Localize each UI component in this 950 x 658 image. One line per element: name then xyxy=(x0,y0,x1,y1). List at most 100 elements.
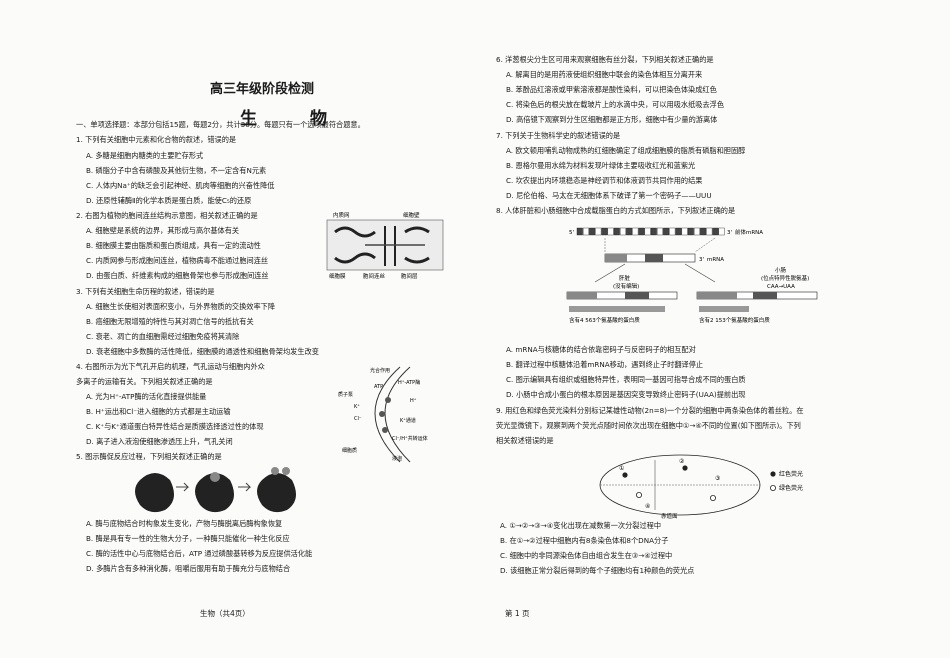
option-8d: D. 小肠中合成小蛋白的根本原因是基因突变导致终止密码子(UAA)提前出现 xyxy=(506,390,746,399)
label-vacuole: 液泡 xyxy=(392,455,402,462)
label-pre-mrna: 前体mRNA xyxy=(735,228,763,236)
question-9: 9. 用红色和绿色荧光染料分别标记某雄性动物(2n=8)一个分裂的细胞中两条染色… xyxy=(496,406,804,415)
pre-mrna-segment xyxy=(576,227,583,236)
label-plasmodesma: 胞间连丝 xyxy=(363,272,386,280)
footer-page-number: 第 1 页 xyxy=(505,609,530,618)
pre-mrna-segment xyxy=(619,227,626,236)
pre-mrna-segment xyxy=(700,227,707,236)
option-8b: B. 翻译过程中核糖体沿着mRNA移动，遇到终止子时翻译停止 xyxy=(506,360,704,369)
pre-mrna-segment xyxy=(632,227,639,236)
option-9d: D. 该细胞正常分裂后得到的每个子细胞均有1种颜色的荧光点 xyxy=(500,566,695,575)
label-photosynthesis: 光合作用 xyxy=(370,367,390,374)
pre-mrna-segment xyxy=(607,227,614,236)
option-4b: B. H⁺运出和Cl⁻进入细胞的方式都是主动运输 xyxy=(86,407,231,416)
option-1d: D. 还原性辅酶Ⅱ的化学本质是蛋白质，能使C₅的还原 xyxy=(86,196,252,205)
option-3b: B. 癌细胞无限增殖的特性与其对凋亡信号的抵抗有关 xyxy=(86,317,254,326)
label-cytoplasm: 细胞质 xyxy=(342,447,357,454)
label-cl: Cl⁻ xyxy=(354,416,362,422)
label-liver: 肝脏 xyxy=(619,274,631,282)
pre-mrna-segment xyxy=(718,227,725,236)
option-1c: C. 人体内Na⁺的缺乏会引起神经、肌肉等细胞的兴奋性降低 xyxy=(86,181,275,190)
question-3: 3. 下列有关细胞生命历程的叙述，错误的是 xyxy=(76,287,215,296)
option-8a: A. mRNA与核糖体的结合依靠密码子与反密码子的相互配对 xyxy=(506,345,696,354)
question-6: 6. 洋葱根尖分生区可用来观察细胞有丝分裂，下列相关叙述正确的是 xyxy=(496,55,714,64)
figure-stomata: 光合作用 ATP H⁺-ATP酶 质子泵 K⁺ Cl⁻ H⁺ K⁺通道 Cl⁻/… xyxy=(338,366,428,463)
pre-mrna-segment xyxy=(626,227,633,236)
pre-mrna-segment xyxy=(589,227,596,236)
label-proton-pump: 质子泵 xyxy=(338,391,353,398)
section-heading: 一、单项选择题：本部分包括15题，每题2分，共计30分。每题只有一个选项最符合题… xyxy=(76,120,365,129)
figure-mrna-editing: 5' 3' 前体mRNA 3' mRNA 肝脏 (没有编辑) 小肠 (位点特异性… xyxy=(566,227,818,324)
option-2a: A. 细胞壁是系统的边界，其形成与高尔基体有关 xyxy=(86,226,240,235)
option-2c: C. 内质网参与形成胞间连丝，植物病毒不能通过胞间连丝 xyxy=(86,256,269,265)
label-3prime-top: 3' xyxy=(727,230,732,236)
label-k: K⁺ xyxy=(354,404,360,410)
option-3a: A. 细胞生长使相对表面积变小，与外界物质的交换效率下降 xyxy=(86,302,276,311)
label-cell-wall: 细胞壁 xyxy=(403,211,420,219)
option-7d: D. 尼伦伯格、马太在无细胞体系下破译了第一个密码子——UUU xyxy=(506,191,712,200)
label-pos-1: ① xyxy=(619,465,624,472)
label-pos-4: ④ xyxy=(645,503,650,510)
option-6d: D. 高倍镜下观察到分生区细胞都是正方形，细胞中有少量的游离体 xyxy=(506,115,718,124)
pre-mrna-segment xyxy=(681,227,688,236)
option-4a: A. 光为H⁺-ATP酶的活化直接提供能量 xyxy=(86,392,207,401)
option-7a: A. 欧文顿用哺乳动物成熟的红细胞确定了组成细胞膜的脂质有磷脂和胆固醇 xyxy=(506,146,746,155)
label-mrna: mRNA xyxy=(707,257,724,263)
pre-mrna-segment xyxy=(687,227,694,236)
option-5c: C. 酶的活性中心与底物结合后，ATP 通过磷酸基转移为反应提供活化能 xyxy=(86,549,313,558)
question-4-cont: 多离子的运输有关。下列相关叙述正确的是 xyxy=(76,377,213,386)
label-caa-uaa: CAA→UAA xyxy=(767,284,795,290)
option-6b: B. 苯酚品红溶液或甲紫溶液都是酸性染料，可以把染色体染成红色 xyxy=(506,85,717,94)
label-middle-lamella: 胞间层 xyxy=(401,272,418,280)
label-h-atpase: H⁺-ATP酶 xyxy=(398,379,420,386)
legend-green: 绿色荧光 xyxy=(779,484,803,492)
pre-mrna-segment xyxy=(663,227,670,236)
option-1a: A. 多糖是细胞内糖类的主要贮存形式 xyxy=(86,151,204,160)
option-5b: B. 酶是具有专一性的生物大分子，一种酶只能催化一种生化反应 xyxy=(86,534,290,543)
question-8: 8. 人体肝脏和小肠细胞中合成载脂蛋白的方式如图所示，下列叙述正确的是 xyxy=(496,206,736,215)
pre-mrna-segment xyxy=(706,227,713,236)
label-equator: 赤道面 xyxy=(661,512,678,520)
pre-mrna-segment xyxy=(638,227,645,236)
label-cotransporter: Cl⁻/H⁺共转运体 xyxy=(392,435,428,442)
label-cell-membrane: 细胞膜 xyxy=(329,272,346,280)
label-5prime-top: 5' xyxy=(569,230,574,236)
label-pos-3: ③ xyxy=(715,475,720,482)
pre-mrna-segment xyxy=(582,227,589,236)
option-4c: C. K⁺与K⁺通道蛋白特异性结合是质膜选择透过性的体现 xyxy=(86,422,264,431)
option-2b: B. 细胞膜主要由脂质和蛋白质组成，具有一定的流动性 xyxy=(86,241,261,250)
subject-title: 生 物 xyxy=(240,109,345,129)
question-9-cont2: 相关叙述错误的是 xyxy=(496,436,554,445)
option-6c: C. 将染色后的根尖放在载玻片上的水滴中央，可以用吸水纸吸去浮色 xyxy=(506,100,725,109)
figure-enzyme xyxy=(135,467,296,513)
question-1: 1. 下列有关细胞中元素和化合物的叙述，错误的是 xyxy=(76,135,237,144)
question-7: 7. 下列关于生物科学史的叙述错误的是 xyxy=(496,131,621,140)
option-8c: C. 图示编辑具有组织或细胞特异性，表明同一基因可指导合成不同的蛋白质 xyxy=(506,375,746,384)
pre-mrna-segment xyxy=(656,227,663,236)
option-7b: B. 恩格尔曼用水绵为材料发现叶绿体主要吸收红光和蓝紫光 xyxy=(506,161,696,170)
label-intestine: 小肠 xyxy=(775,266,787,274)
option-9c: C. 细胞中的非同源染色体自由组合发生在③→④过程中 xyxy=(500,551,673,560)
label-deamination: (位点特异性脱氨基) xyxy=(761,274,809,282)
option-2d: D. 由蛋白质、纤维素构成的细胞骨架也参与形成胞间连丝 xyxy=(86,271,269,280)
option-7c: C. 坎农提出内环境稳态是神经调节和体液调节共同作用的结果 xyxy=(506,176,703,185)
option-5d: D. 多酶片含有多种消化酶，咀嚼后服用有助于酶充分与底物结合 xyxy=(86,564,291,573)
label-3prime-mrna: 3' xyxy=(699,257,704,263)
pre-mrna-segment xyxy=(669,227,676,236)
pre-mrna-segment xyxy=(613,227,620,236)
pre-mrna-segment xyxy=(675,227,682,236)
label-k-channel: K⁺通道 xyxy=(400,417,416,424)
label-protein-4563: 含有4 563个氨基酸的蛋白质 xyxy=(569,316,640,324)
pre-mrna-segment xyxy=(601,227,608,236)
option-3d: D. 衰老细胞中多数酶的活性降低，细胞膜的通透性和细胞骨架均发生改变 xyxy=(86,347,319,356)
pre-mrna-segment xyxy=(650,227,657,236)
option-4d: D. 离子进入液泡使细胞渗透压上升，气孔关闭 xyxy=(86,437,233,446)
label-atp: ATP xyxy=(374,384,383,390)
pre-mrna-segment xyxy=(644,227,651,236)
figure-plasmodesma: 内质网 细胞壁 细胞膜 胞间连丝 胞间层 xyxy=(326,211,444,280)
pre-mrna-segment xyxy=(712,227,719,236)
exam-title: 高三年级阶段检测 xyxy=(210,82,315,97)
option-5a: A. 酶与底物结合时构象发生变化，产物与酶脱离后酶构象恢复 xyxy=(86,519,283,528)
label-pos-2: ② xyxy=(679,458,685,465)
